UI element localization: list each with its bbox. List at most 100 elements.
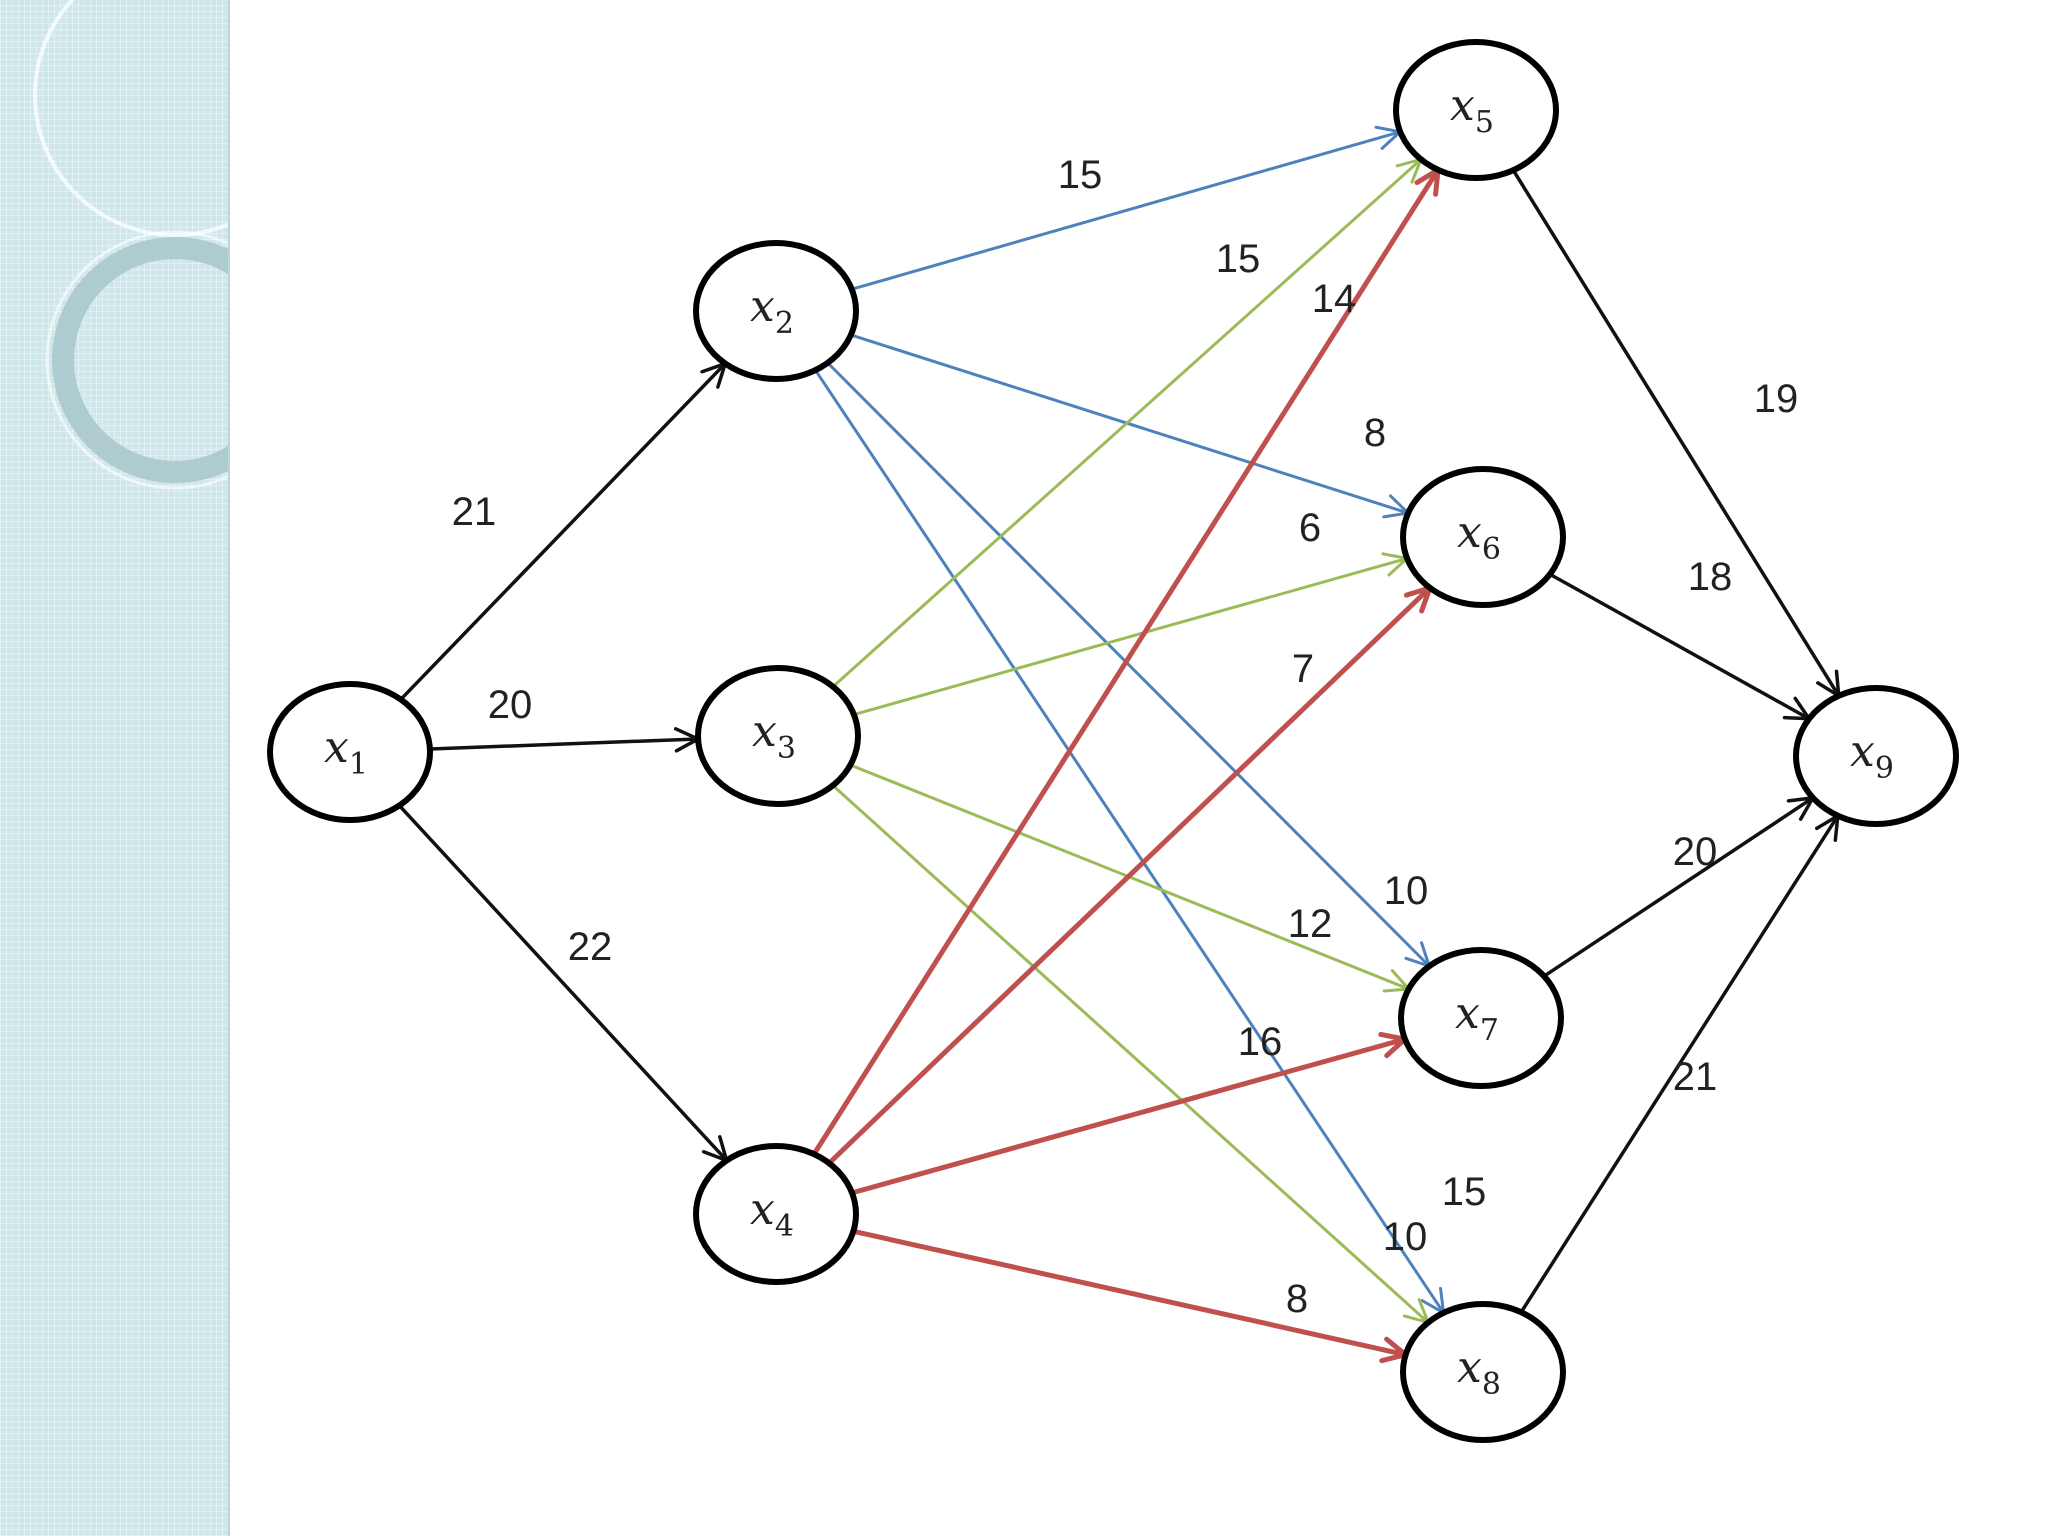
node-x9: x9 <box>1793 685 1959 827</box>
edge-line <box>428 737 700 751</box>
edge-weight-label: 15 <box>1216 237 1261 281</box>
decorative-side-band <box>0 0 230 1536</box>
edge-line <box>826 361 1431 968</box>
node-variable: x <box>1450 80 1475 131</box>
edge-line <box>850 130 1402 291</box>
edge-line <box>850 1228 1409 1358</box>
node-x1: x1 <box>267 681 433 823</box>
node-x5: x5 <box>1393 39 1559 181</box>
edge-weight-label: 6 <box>1299 506 1321 550</box>
edge-x3-x5 <box>831 157 1424 689</box>
edge-weight-label: 15 <box>1442 1170 1487 1214</box>
edge-weight-label: 8 <box>1286 1277 1308 1321</box>
edge-line <box>1548 572 1811 721</box>
node-circle <box>1398 947 1564 1089</box>
node-subscript: 7 <box>1480 1013 1499 1048</box>
edge-weight-label: 20 <box>488 683 533 727</box>
node-x8: x8 <box>1400 1301 1566 1443</box>
node-label: x9 <box>1850 726 1894 786</box>
edge-line <box>831 783 1430 1325</box>
edge-weight-label: 19 <box>1754 377 1799 421</box>
node-label: x1 <box>324 722 368 782</box>
edge-weight-label: 10 <box>1383 1215 1428 1259</box>
node-label: x5 <box>1450 80 1494 140</box>
decorative-rings-icon <box>33 0 228 490</box>
node-label: x3 <box>752 706 796 766</box>
node-circle <box>1393 39 1559 181</box>
node-label: x8 <box>1457 1342 1501 1402</box>
edge-weight-label: 15 <box>1058 153 1103 197</box>
weight-labels-layer: 21 20 22 15 8 10 15 15 6 12 10 14 7 16 8 19 18 20 21 <box>452 153 1799 1321</box>
edge-line <box>397 803 729 1163</box>
edge-x1-x4 <box>397 803 730 1164</box>
node-variable: x <box>324 722 349 773</box>
node-variable: x <box>750 281 775 332</box>
edge-x2-x8 <box>813 368 1446 1316</box>
edge-line <box>1511 168 1841 698</box>
node-label: x6 <box>1457 507 1501 567</box>
edge-x1-x2 <box>399 360 728 702</box>
edge-weight-label: 22 <box>568 925 613 969</box>
node-subscript: 6 <box>1482 532 1501 567</box>
edge-weight-label: 21 <box>452 490 497 534</box>
node-subscript: 1 <box>349 747 368 782</box>
edge-line <box>826 585 1433 1166</box>
edge-weight-label: 8 <box>1364 411 1386 455</box>
edge-line <box>399 361 727 702</box>
edge-line <box>811 167 1441 1157</box>
edge-line <box>1519 814 1840 1314</box>
node-variable: x <box>750 1184 775 1235</box>
node-circle <box>267 681 433 823</box>
node-x2: x2 <box>693 240 859 382</box>
edge-weight-label: 10 <box>1384 869 1429 913</box>
edge-x1-x3 <box>428 727 702 753</box>
edge-x3-x8 <box>831 783 1431 1325</box>
node-subscript: 3 <box>777 731 796 766</box>
edge-weight-label: 16 <box>1238 1020 1283 1064</box>
edge-x2-x5 <box>850 125 1404 291</box>
edge-line <box>849 333 1410 515</box>
edge-line <box>813 368 1446 1315</box>
node-x7: x7 <box>1398 947 1564 1089</box>
arrowhead-icon <box>1815 812 1840 842</box>
node-x4: x4 <box>693 1143 859 1285</box>
node-label: x4 <box>750 1184 794 1244</box>
node-subscript: 4 <box>775 1209 794 1244</box>
node-label: x7 <box>1455 988 1499 1048</box>
edge-line <box>849 1036 1408 1196</box>
edge-weight-label: 14 <box>1312 277 1357 321</box>
node-x3: x3 <box>695 665 861 807</box>
edge-x4-x8 <box>850 1228 1412 1364</box>
edge-weight-label: 18 <box>1688 555 1733 599</box>
edge-weight-label: 12 <box>1288 902 1333 946</box>
node-label: x2 <box>750 281 794 341</box>
node-variable: x <box>1457 507 1482 558</box>
edges-layer <box>397 125 1841 1364</box>
arrowhead-icon <box>1816 669 1841 700</box>
edge-line <box>831 157 1423 689</box>
edge-x5-x9 <box>1511 168 1841 700</box>
node-variable: x <box>752 706 777 757</box>
node-circle <box>1400 1301 1566 1443</box>
node-variable: x <box>1457 1342 1482 1393</box>
node-circle <box>693 240 859 382</box>
node-variable: x <box>1850 726 1875 777</box>
edge-weight-label: 21 <box>1673 1055 1718 1099</box>
edge-weight-label: 20 <box>1673 830 1718 874</box>
node-x6: x6 <box>1400 466 1566 608</box>
edge-x4-x7 <box>849 1031 1411 1196</box>
node-circle <box>1793 685 1959 827</box>
node-subscript: 2 <box>775 306 794 341</box>
node-circle <box>695 665 861 807</box>
node-circle <box>1400 466 1566 608</box>
edge-x2-x6 <box>849 333 1412 519</box>
arrowhead-icon <box>1786 795 1817 821</box>
node-variable: x <box>1455 988 1480 1039</box>
node-subscript: 5 <box>1475 105 1494 140</box>
node-circle <box>693 1143 859 1285</box>
edge-line <box>1542 796 1815 978</box>
node-subscript: 8 <box>1482 1367 1501 1402</box>
edge-line <box>852 556 1409 717</box>
